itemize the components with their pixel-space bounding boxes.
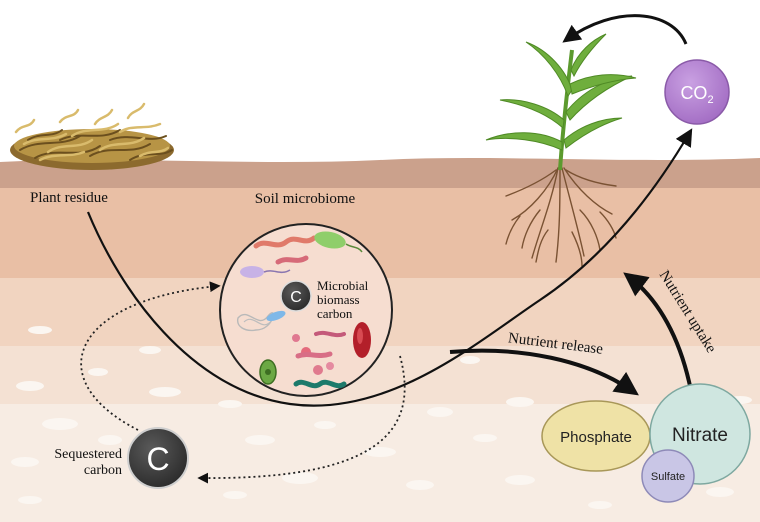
sulfate-label: Sulfate <box>651 471 685 483</box>
microbial-carbon-label-line-1: Microbial <box>317 278 369 293</box>
nutrient-nodes: Phosphate Nitrate Sulfate <box>541 383 751 503</box>
microbial-carbon-symbol: C <box>290 289 302 306</box>
sequestered-label-line-2: carbon <box>84 463 122 478</box>
co2-node: CO2 <box>664 59 730 125</box>
nitrate-label: Nitrate <box>672 425 728 446</box>
nutrient-uptake-arrow <box>623 272 692 387</box>
carbon-flow-arrow <box>86 128 693 407</box>
plant-stem <box>558 49 574 171</box>
soil-microbiome-circle <box>219 223 393 397</box>
sequestered-carbon-symbol: C <box>146 441 169 477</box>
plant-roots <box>505 167 617 267</box>
topsoil-band <box>0 158 760 190</box>
microbial-carbon-label-line-3: carbon <box>317 306 353 321</box>
microbial-carbon-chip: C Microbial biomass carbon <box>280 278 369 321</box>
co2-to-plant-arrow <box>562 14 688 45</box>
plant-residue-label: Plant residue <box>30 190 108 206</box>
microbe-illustrations <box>237 231 371 389</box>
co2-label: CO2 <box>680 83 713 106</box>
sequestered-label-line-1: Sequestered <box>54 447 122 462</box>
soil-pebbles <box>11 326 752 509</box>
sequestered-carbon-node: C Sequestered carbon <box>54 427 189 489</box>
phosphate-label: Phosphate <box>560 429 632 446</box>
soil-microbiome-label: Soil microbiome <box>255 191 356 207</box>
mineralization-dotted-arrow <box>80 281 221 431</box>
plant-residue-pile <box>10 102 174 170</box>
plant <box>485 33 637 267</box>
nutrient-release-arrow <box>449 348 639 396</box>
sulfate-node <box>641 449 695 503</box>
microbial-carbon-label-line-2: biomass <box>317 292 360 307</box>
plant-leaves <box>485 33 637 151</box>
